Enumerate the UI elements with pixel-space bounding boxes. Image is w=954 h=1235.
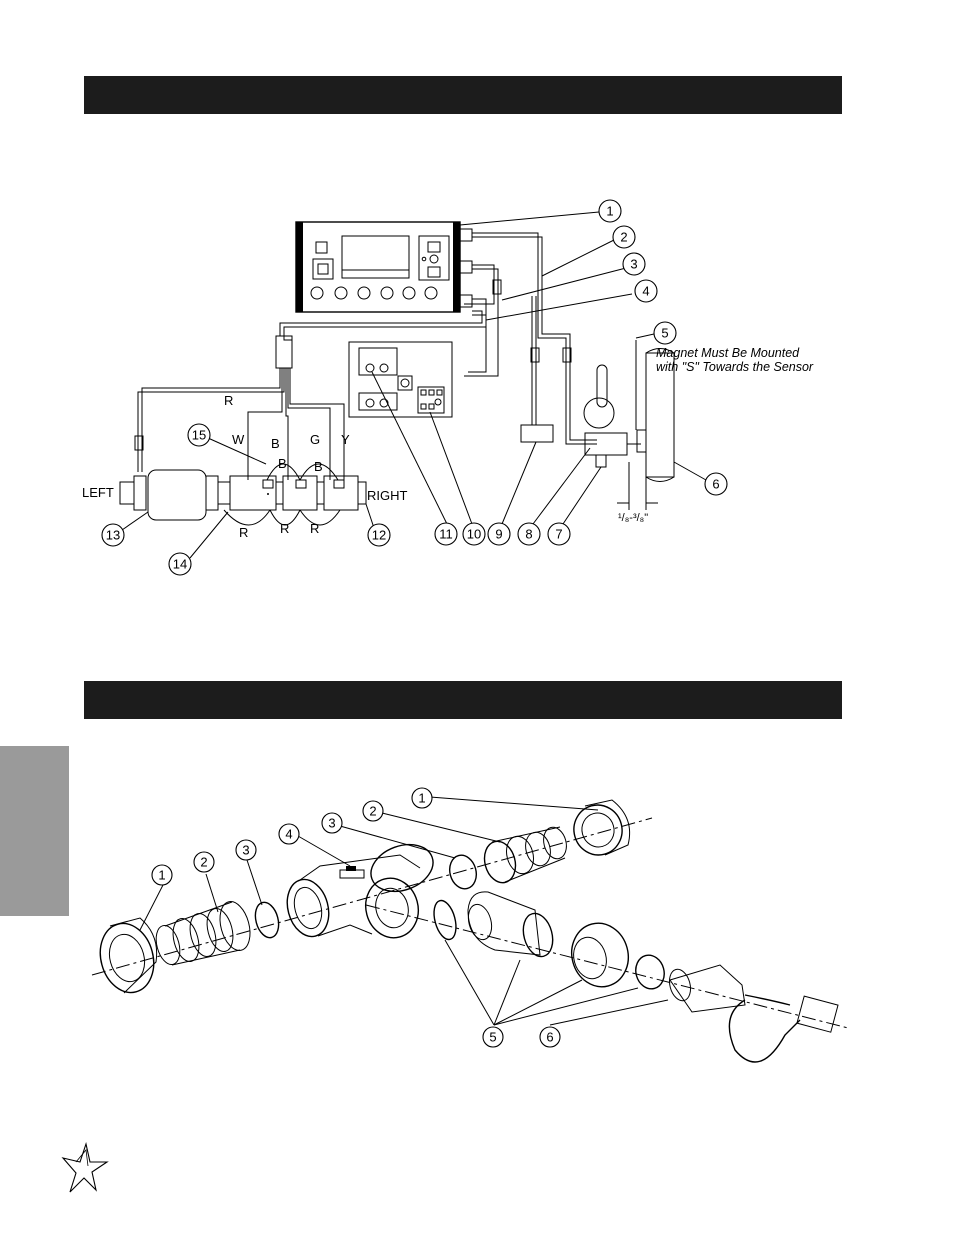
section-header-bar-bottom [84,681,842,719]
svg-text:15: 15 [192,428,206,443]
star-logo-icon [61,1141,109,1193]
svg-text:3: 3 [242,843,249,858]
gap-dimension: ¹/₈-³/₈" [618,512,648,524]
wire-loop-b2: B [314,459,323,474]
left-hose-barb [155,901,251,966]
ev-callout-5: 5 [482,1026,504,1048]
tee-body [286,843,434,939]
valve-assembly [583,364,641,468]
wire-label-r: R [224,393,233,408]
exploded-callouts: 1 2 3 4 1 2 3 5 6 [151,787,561,1048]
junction-box [348,341,453,418]
side-tab [0,746,69,916]
callout-12: 12 [367,523,391,547]
upper-o-ring [448,854,478,890]
callout-9: 9 [487,522,511,546]
left-o-ring [254,901,280,939]
exploded-leaders [139,796,669,1026]
ev-callout-2-left: 2 [193,851,215,873]
svg-text:1: 1 [158,868,165,883]
ev-callout-1-top: 1 [411,787,433,809]
left-nut [99,917,158,994]
callout-3: 3 [622,252,646,276]
callout-1: 1 [598,199,622,223]
svg-text:2: 2 [200,855,207,870]
sensor-housing [467,891,554,958]
callout-14: 14 [168,552,192,576]
svg-text:1: 1 [606,204,613,219]
svg-text:10: 10 [467,527,481,542]
wire-loop-r1: R [239,525,248,540]
wire-loop-b1: B [278,456,287,471]
svg-text:4: 4 [642,284,649,299]
svg-text:12: 12 [372,528,386,543]
svg-text:5: 5 [661,326,668,341]
svg-text:3: 3 [630,257,637,272]
shaft-with-magnet [617,340,675,510]
ev-callout-2-top: 2 [362,800,384,822]
callout-10: 10 [462,522,486,546]
svg-text:6: 6 [712,477,719,492]
right-o-ring [433,899,457,941]
wire-label-g: G [310,432,320,447]
svg-text:8: 8 [525,527,532,542]
svg-text:13: 13 [106,528,120,543]
retaining-ring [635,954,665,990]
svg-text:1: 1 [418,791,425,806]
upper-nut [573,799,631,856]
svg-text:9: 9 [495,527,502,542]
right-nut [571,922,629,988]
wire-loop-r2: R [280,521,289,536]
wire-loop-r3: R [310,521,319,536]
svg-text:3: 3 [328,816,335,831]
wire-label-w: W [232,432,245,447]
callout-11: 11 [434,522,458,546]
callout-4: 4 [634,279,658,303]
magnet-note-line-1: Magnet Must Be Mounted [656,346,800,360]
svg-text:4: 4 [285,827,292,842]
callout-bubbles: 1 2 3 4 5 6 7 8 9 10 11 12 13 14 15 [101,199,728,576]
svg-text:6: 6 [546,1030,553,1045]
section-header-bar-top [84,76,842,114]
callout-8: 8 [517,522,541,546]
callout-5: 5 [653,321,677,345]
callout-6: 6 [704,472,728,496]
cables [134,232,597,480]
callout-15: 15 [187,423,211,447]
svg-text:2: 2 [369,804,376,819]
left-label: LEFT [82,485,114,500]
callout-13: 13 [101,523,125,547]
controller-unit [295,221,473,313]
svg-text:14: 14 [173,557,187,572]
boom-manifold [119,463,367,526]
callout-7: 7 [547,522,571,546]
callout-2: 2 [612,225,636,249]
svg-text:7: 7 [555,527,562,542]
flow-sensor-9 [520,424,554,443]
controller-buttons [310,286,438,300]
callout-leaders [121,211,707,559]
ev-callout-3-top: 3 [321,812,343,834]
svg-text:5: 5 [489,1030,496,1045]
upper-hose-barb [483,826,567,884]
exploded-view: 1 2 3 4 1 2 3 5 6 [91,787,849,1063]
wire-label-y: Y [341,432,350,447]
wire-label-b: B [271,436,280,451]
svg-text:2: 2 [620,230,627,245]
ev-callout-6: 6 [539,1026,561,1048]
ev-callout-4: 4 [278,823,300,845]
sensor-connector [668,964,839,1063]
magnet-note-line-2: with "S" Towards the Sensor [656,360,814,374]
svg-text:11: 11 [439,527,453,542]
right-label: RIGHT [367,488,408,503]
wiring-diagram: 1 2 3 4 5 6 7 8 9 10 11 12 13 14 15 LEFT… [82,199,814,576]
ev-callout-1-left: 1 [151,864,173,886]
ev-callout-3-left: 3 [235,839,257,861]
